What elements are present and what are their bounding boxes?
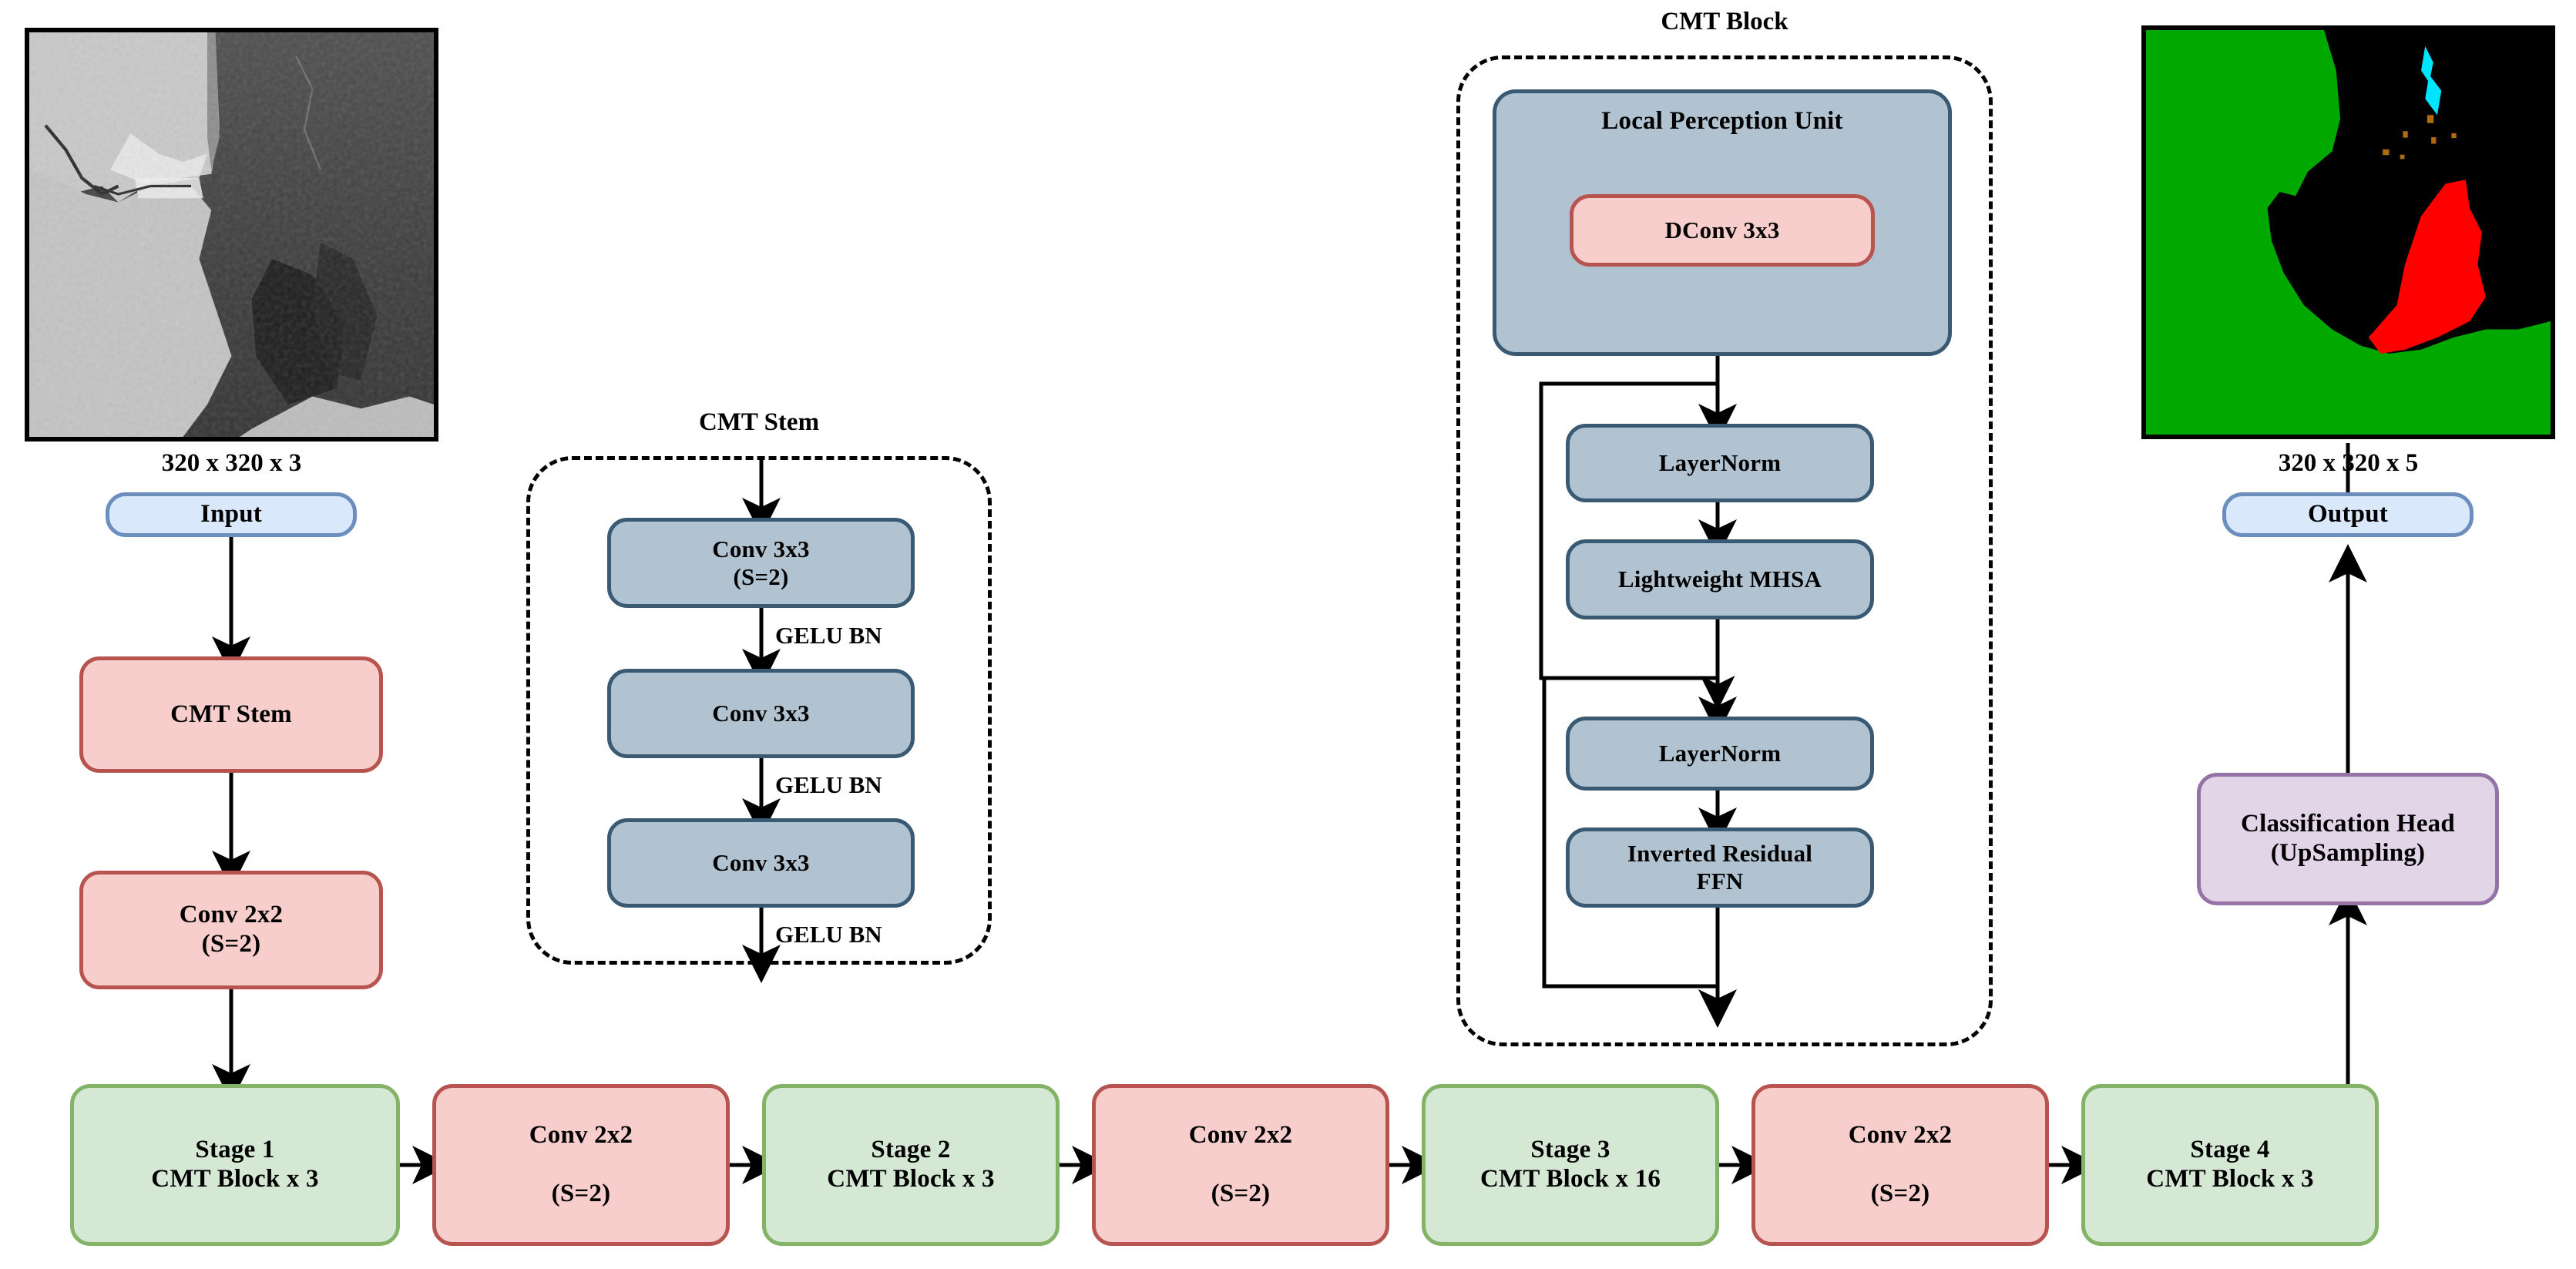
block-layernorm-1: LayerNorm — [1566, 424, 1874, 502]
node-conv2x2-stem: Conv 2x2 (S=2) — [79, 871, 383, 989]
stem-edge-label-3: GELU BN — [775, 921, 882, 948]
pipeline-stage-1-line1: Stage 1 — [195, 1136, 275, 1164]
dconv-3x3: DConv 3x3 — [1570, 194, 1875, 267]
node-classification-head-line1: Classification Head — [2241, 810, 2455, 838]
node-output: Output — [2222, 492, 2474, 537]
stem-edge-label-1: GELU BN — [775, 622, 882, 649]
pipeline-conv-3-line2: (S=2) — [1870, 1179, 1930, 1207]
input-sar-image — [25, 28, 438, 441]
cmt-block-group-title: CMT Block — [1661, 8, 1788, 35]
pipeline-conv-2: Conv 2x2 (S=2) — [1092, 1084, 1389, 1246]
node-output-label: Output — [2308, 500, 2388, 529]
block-inverted-residual-ffn-line2: FFN — [1696, 868, 1744, 895]
pipeline-stage-2: Stage 2 CMT Block x 3 — [762, 1084, 1060, 1246]
cmt-stem-group — [526, 456, 992, 965]
local-perception-unit-title: Local Perception Unit — [1601, 107, 1843, 135]
pipeline-conv-2-line1: Conv 2x2 — [1188, 1121, 1293, 1150]
pipeline-conv-3-line1: Conv 2x2 — [1848, 1121, 1953, 1150]
block-layernorm-2-label: LayerNorm — [1658, 740, 1782, 767]
pipeline-stage-2-line2: CMT Block x 3 — [827, 1165, 995, 1193]
pipeline-stage-1: Stage 1 CMT Block x 3 — [70, 1084, 400, 1246]
pipeline-stage-3: Stage 3 CMT Block x 16 — [1422, 1084, 1719, 1246]
stem-conv-2-line1: Conv 3x3 — [712, 700, 810, 727]
dconv-3x3-label: DConv 3x3 — [1664, 217, 1780, 244]
pipeline-stage-4: Stage 4 CMT Block x 3 — [2081, 1084, 2379, 1246]
stem-conv-1-line2: (S=2) — [733, 562, 789, 590]
block-lightweight-mhsa-label: Lightweight MHSA — [1617, 566, 1822, 593]
output-image-caption: 320 x 320 x 5 — [2278, 449, 2419, 477]
node-cmt-stem-label: CMT Stem — [170, 700, 292, 728]
output-segmentation-image — [2141, 25, 2555, 439]
stem-conv-3: Conv 3x3 — [607, 818, 915, 908]
pipeline-conv-1: Conv 2x2 (S=2) — [432, 1084, 730, 1246]
stem-conv-1: Conv 3x3 (S=2) — [607, 518, 915, 608]
pipeline-stage-1-line2: CMT Block x 3 — [151, 1165, 319, 1193]
stem-conv-3-line1: Conv 3x3 — [712, 849, 810, 877]
block-lightweight-mhsa: Lightweight MHSA — [1566, 539, 1874, 619]
node-input: Input — [106, 492, 357, 537]
block-layernorm-2: LayerNorm — [1566, 717, 1874, 791]
stem-conv-2: Conv 3x3 — [607, 669, 915, 758]
pipeline-stage-4-line2: CMT Block x 3 — [2146, 1165, 2314, 1193]
pipeline-stage-3-line1: Stage 3 — [1530, 1136, 1610, 1164]
node-classification-head: Classification Head (UpSampling) — [2197, 773, 2499, 905]
node-classification-head-line2: (UpSampling) — [2270, 839, 2426, 867]
input-image-caption: 320 x 320 x 3 — [161, 449, 302, 477]
node-cmt-stem: CMT Stem — [79, 656, 383, 773]
node-conv2x2-stem-line1: Conv 2x2 — [179, 901, 284, 929]
stem-conv-1-line1: Conv 3x3 — [712, 535, 810, 562]
block-inverted-residual-ffn-line1: Inverted Residual — [1627, 840, 1813, 868]
pipeline-conv-2-line2: (S=2) — [1211, 1179, 1271, 1207]
block-inverted-residual-ffn: Inverted Residual FFN — [1566, 828, 1874, 908]
block-layernorm-1-label: LayerNorm — [1658, 449, 1782, 477]
pipeline-conv-1-line1: Conv 2x2 — [529, 1121, 633, 1150]
node-conv2x2-stem-line2: (S=2) — [201, 930, 261, 958]
pipeline-stage-2-line1: Stage 2 — [871, 1136, 951, 1164]
local-perception-unit: Local Perception Unit — [1493, 89, 1952, 356]
cmt-stem-group-title: CMT Stem — [698, 408, 820, 436]
pipeline-stage-3-line2: CMT Block x 16 — [1479, 1165, 1661, 1193]
pipeline-conv-3: Conv 2x2 (S=2) — [1751, 1084, 2049, 1246]
cmt-block-group — [1456, 55, 1993, 1046]
stem-edge-label-2: GELU BN — [775, 771, 882, 798]
pipeline-stage-4-line1: Stage 4 — [2190, 1136, 2270, 1164]
pipeline-conv-1-line2: (S=2) — [551, 1179, 611, 1207]
node-input-label: Input — [200, 500, 262, 529]
